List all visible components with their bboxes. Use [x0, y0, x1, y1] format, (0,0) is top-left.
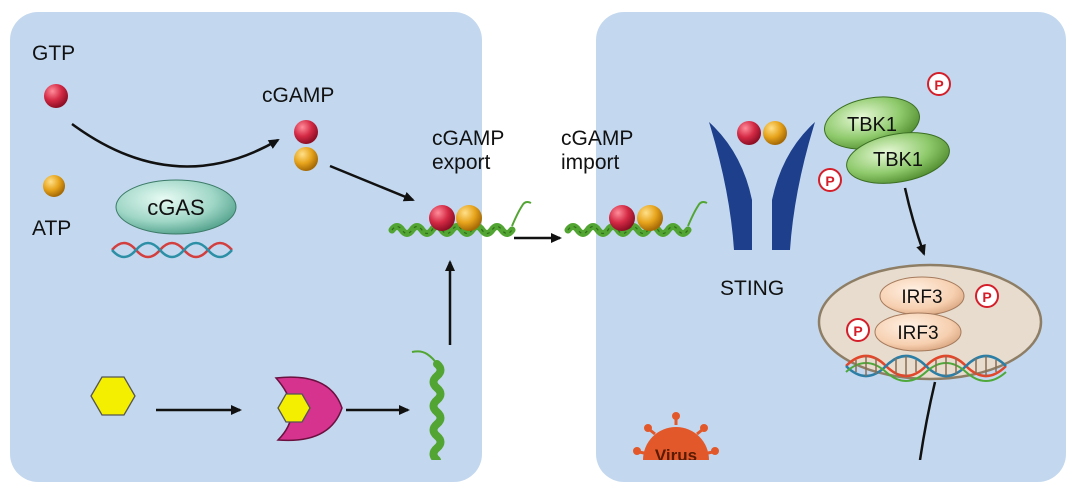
atp-label: ATP	[32, 217, 72, 240]
tbk1-bottom-label: TBK1	[873, 149, 923, 171]
ligand-hexagon	[90, 376, 136, 416]
synthesis-arrow	[71, 122, 280, 168]
cgamp-import-label: cGAMP import	[561, 127, 633, 174]
import-cgamp-red	[609, 205, 635, 231]
cgamp-export-label: cGAMP export	[432, 127, 504, 174]
import-cgamp-orange	[637, 205, 663, 231]
atp-molecule	[43, 175, 65, 197]
phospho-label: P	[853, 323, 862, 339]
gtp-molecule	[44, 84, 68, 108]
irf3-bottom	[874, 312, 962, 352]
sting-cgamp-red	[737, 121, 761, 145]
bound-hexagon	[277, 393, 311, 423]
virus: Virus	[633, 412, 719, 460]
export-protein-helix	[392, 227, 512, 234]
phospho-label: P	[934, 77, 943, 93]
bottom-vertical-helix	[411, 350, 445, 460]
tbk1-bottom	[846, 132, 950, 184]
cgas-label: cGAS	[147, 195, 204, 220]
to-export-arrow	[329, 164, 415, 202]
virus-label: Virus	[655, 446, 697, 460]
phospho-badge-irf3-top	[975, 284, 999, 308]
sting-left-arm	[709, 122, 752, 250]
export-cgamp-red	[429, 205, 455, 231]
phospho-label: P	[982, 289, 991, 305]
sting-label: STING	[720, 277, 785, 300]
cgas-enzyme	[115, 179, 237, 235]
sting-cgamp-orange	[763, 121, 787, 145]
export-helix-tail	[511, 201, 532, 227]
irf3-bottom-label: IRF3	[897, 323, 938, 344]
cgamp-label: cGAMP	[262, 84, 335, 107]
export-cgamp-orange	[456, 205, 482, 231]
left-cell	[10, 12, 482, 482]
nucleus-output-line	[918, 381, 937, 460]
gtp-label: GTP	[32, 42, 76, 65]
phospho-badge-tbk1-top	[927, 72, 951, 96]
right-cell	[596, 12, 1066, 482]
cgamp-red-ball	[294, 120, 318, 144]
irf3-top-label: IRF3	[901, 287, 942, 308]
phospho-label: P	[825, 173, 834, 189]
phospho-badge-irf3-bottom	[846, 318, 870, 342]
tbk1-top-label: TBK1	[847, 114, 897, 136]
pathway-diagram: cGAS TBK1 TBK1 P P IRF3 P I	[43, 72, 1043, 460]
cgamp-orange-ball	[294, 147, 318, 171]
dna-strand-cgas	[111, 241, 233, 259]
nuclear-dna	[845, 354, 1007, 382]
tbk1-to-irf3-arrow	[903, 187, 926, 256]
phospho-badge-tbk1-bottom	[818, 168, 842, 192]
import-helix-tail	[687, 201, 708, 227]
sting-right-arm	[772, 122, 815, 250]
